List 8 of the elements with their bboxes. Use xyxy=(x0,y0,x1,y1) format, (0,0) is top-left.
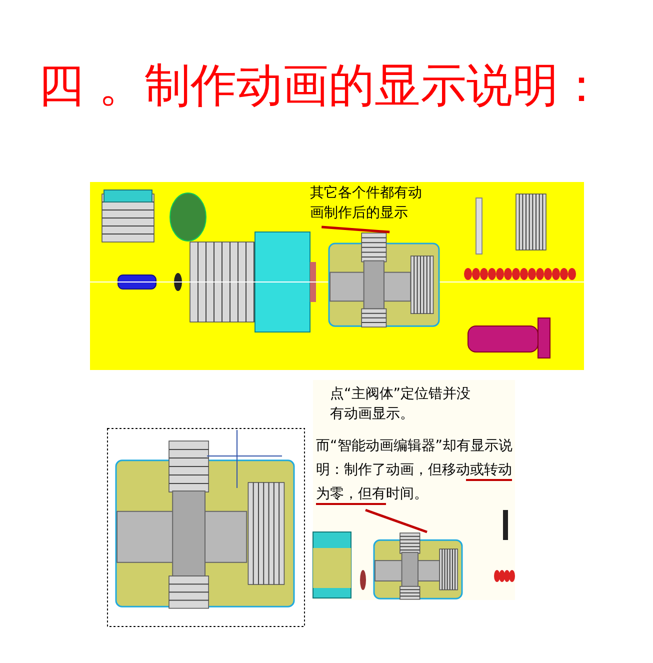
annotation: 而“智能动画编辑器”却有显示说明：制作了动画，但移动或转动为零，但有时间。 xyxy=(316,434,514,506)
title: 四 。制作动画的显示说明： xyxy=(38,57,606,114)
leader-line xyxy=(365,508,428,534)
valve-body-drawing xyxy=(328,232,440,328)
leader-line xyxy=(322,226,390,234)
valve-body-drawing xyxy=(373,532,463,600)
annotation: 点“主阀体”定位错并没有动画显示。 xyxy=(330,384,480,424)
annotation: 其它各个件都有动画制作后的显示 xyxy=(310,183,426,223)
